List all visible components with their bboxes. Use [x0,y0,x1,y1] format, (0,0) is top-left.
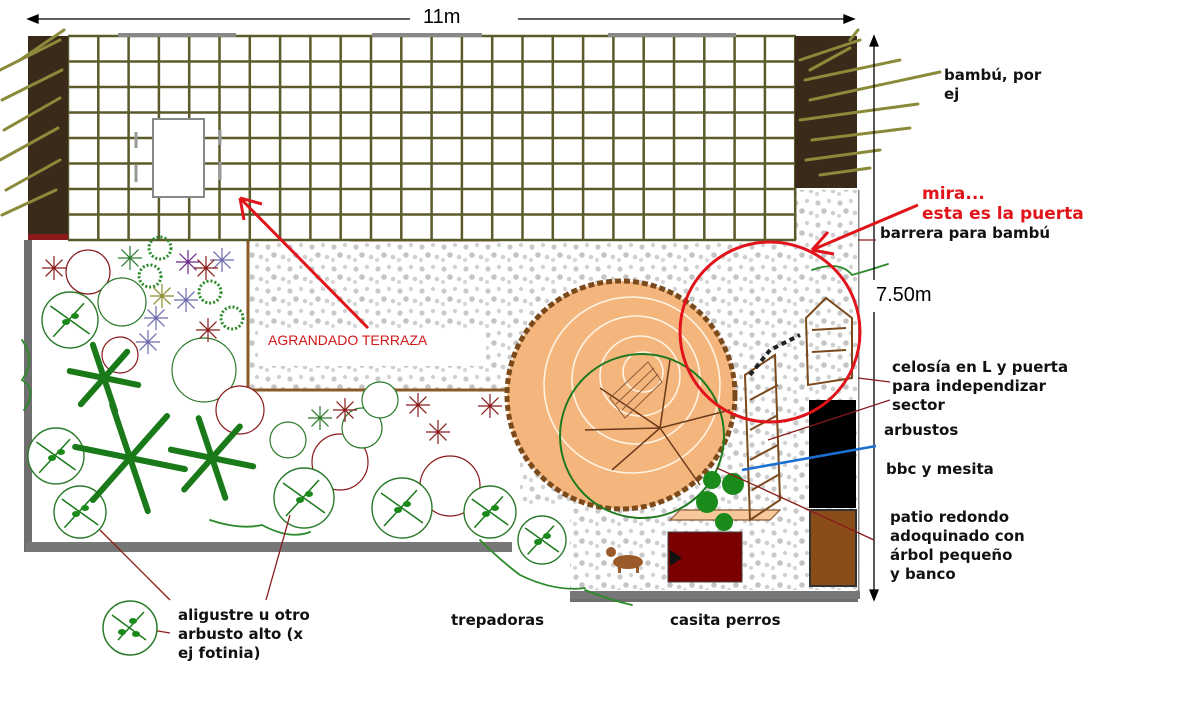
width-dimension [26,14,856,24]
bamboo-barrier-label: barrera para bambú [880,224,1051,242]
bench [809,509,857,587]
gate-path [748,333,801,377]
round-patio [504,278,782,521]
door-note-label: mira...esta es la puerta [922,184,1084,224]
width-label: 11m [423,6,461,28]
pointer-lines [99,239,891,634]
terrace-extension-label: AGRANDADO TERRAZA [268,332,428,348]
climbing-plants [20,263,889,606]
terrace-arrow [238,196,370,330]
doghouse-label: casita perros [670,611,781,629]
planting-bed [27,235,567,565]
legend-shrub-symbol [102,600,158,656]
shrubs-label: arbustos [884,421,959,439]
terrace-table [152,118,205,198]
door-arrow [810,203,919,256]
door-highlight-circle [678,240,862,424]
bamboo-planter-left [28,36,68,238]
height-label: 7.50m [876,284,932,306]
lattice-and-gate [743,296,853,522]
climbers-label: trepadoras [451,611,545,629]
dog-figure [606,547,643,573]
height-dimension [869,34,879,602]
bbq-label: bbc y mesita [886,460,994,478]
